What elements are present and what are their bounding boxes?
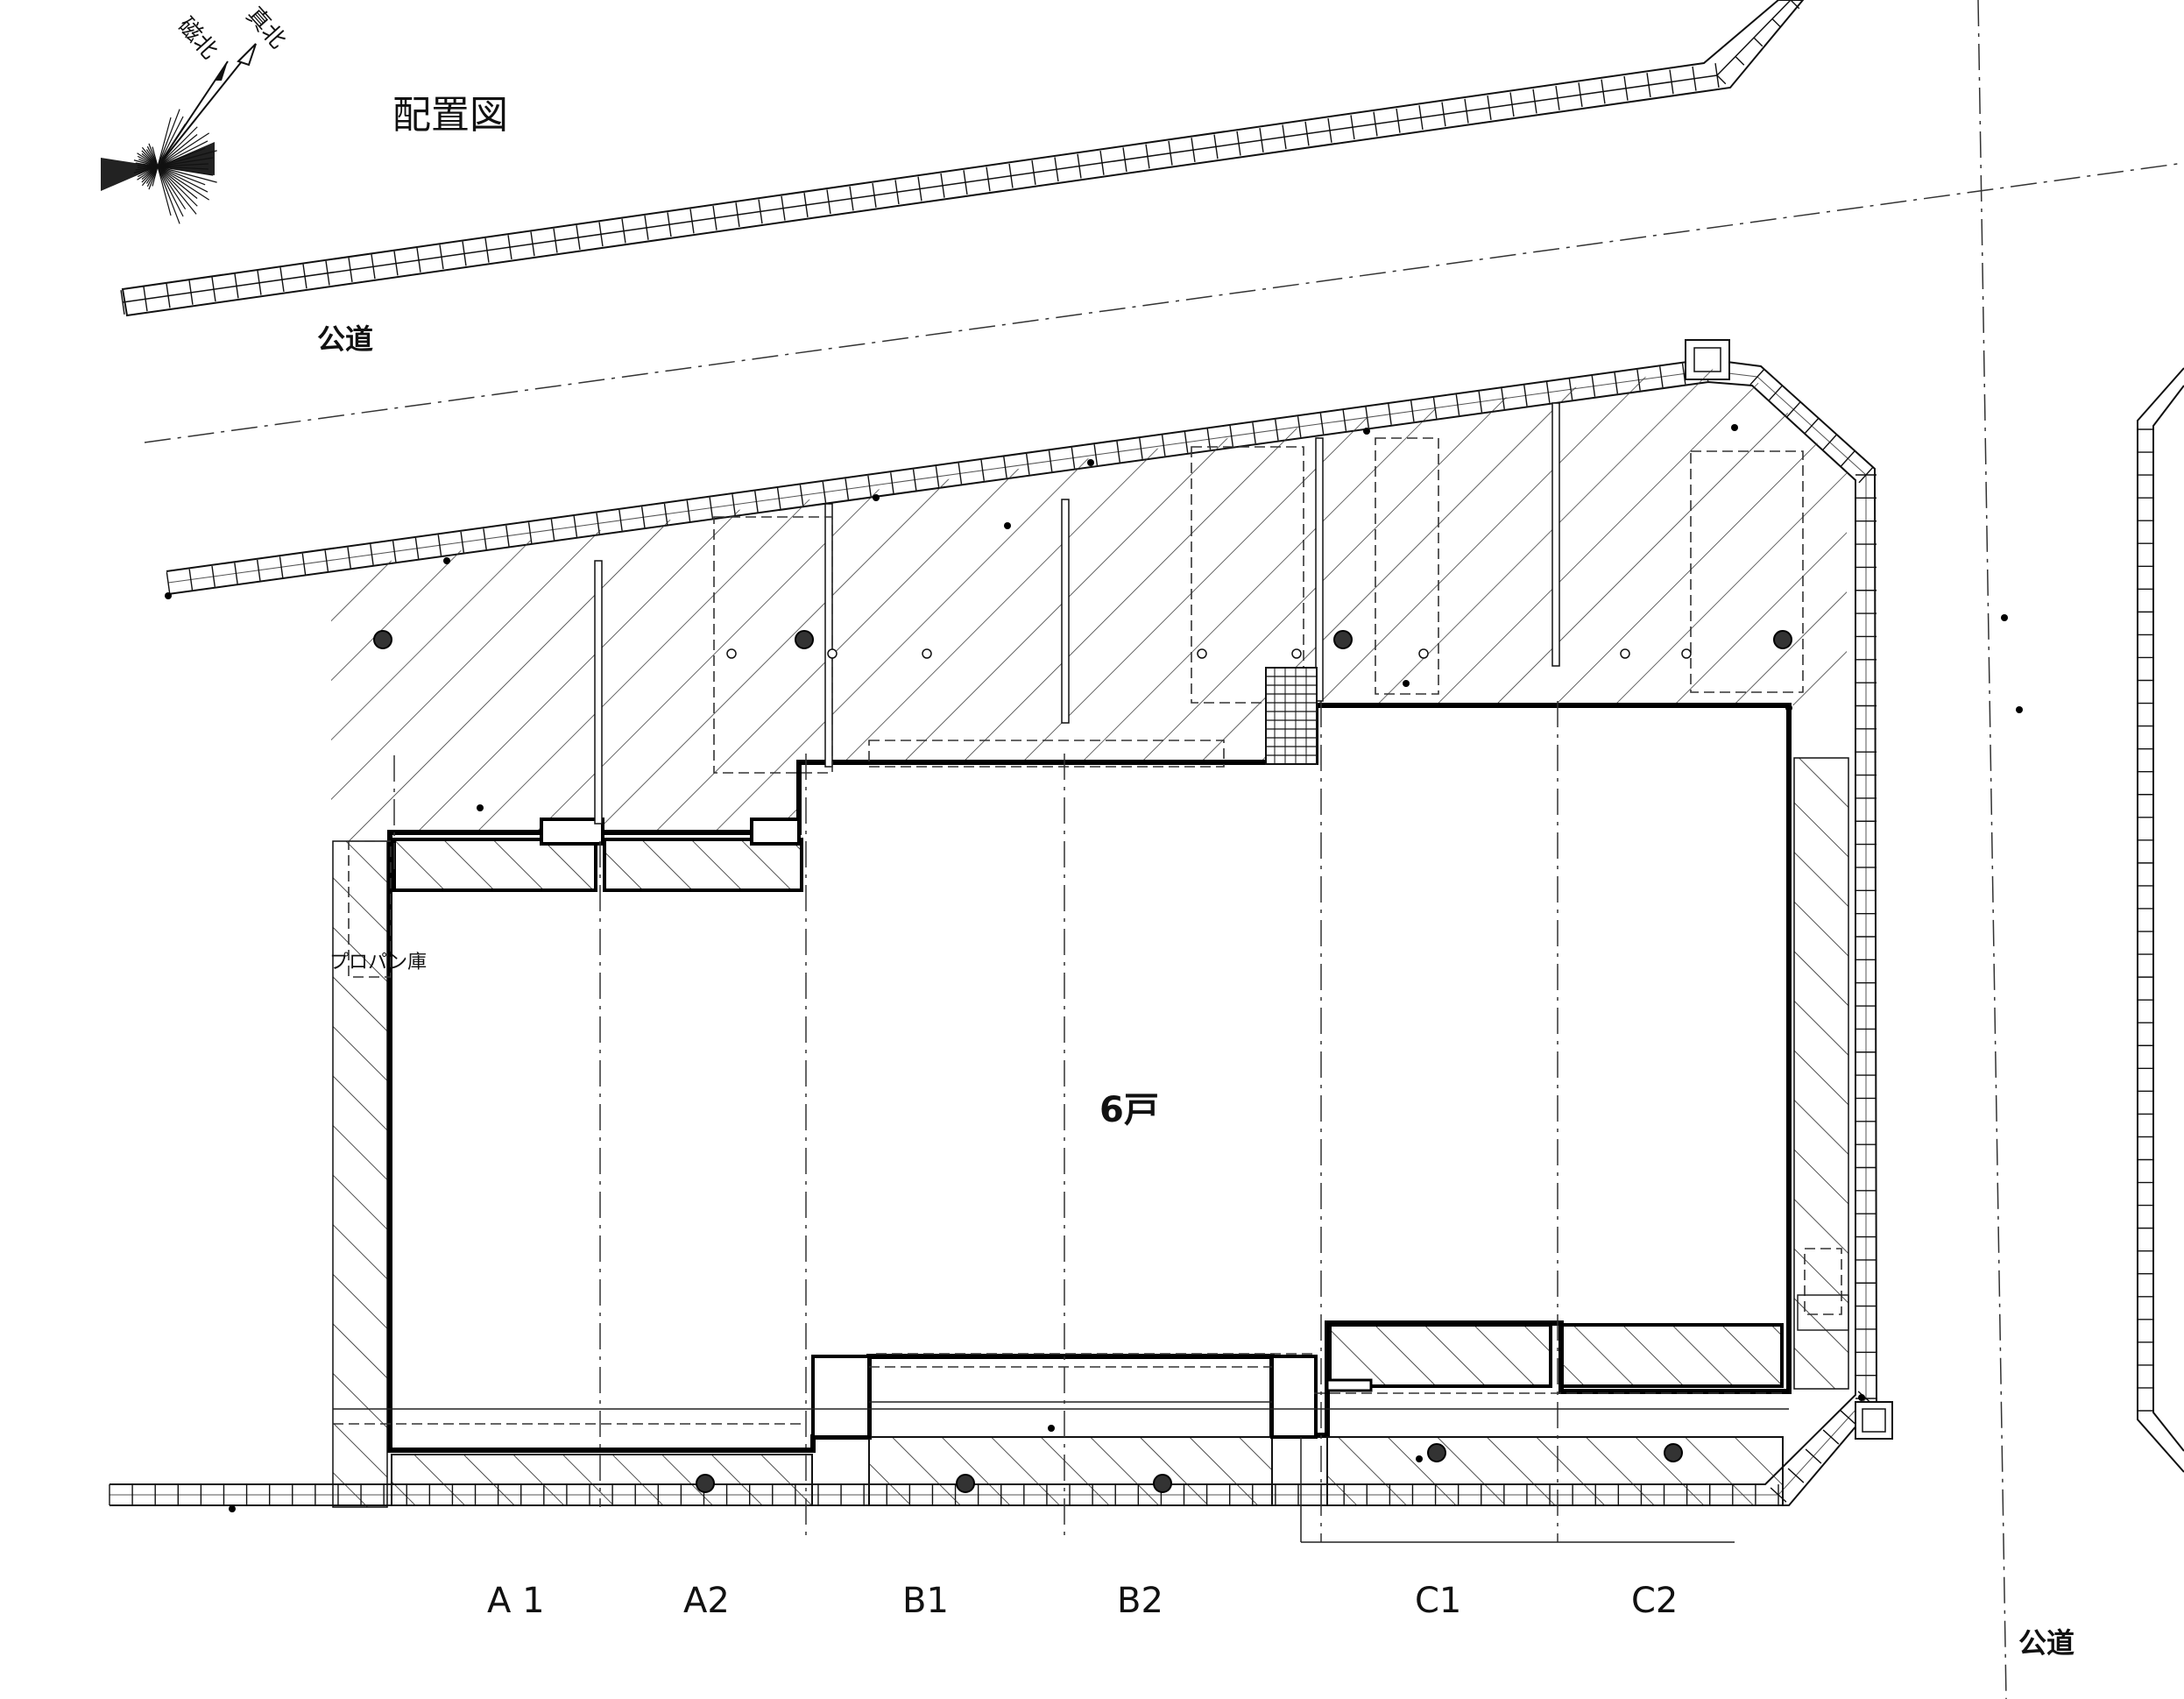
south-storage-blocks — [391, 1323, 1784, 1506]
stair — [1265, 667, 1318, 765]
road-label-right: 公道 — [2018, 1626, 2074, 1660]
road-center-line — [144, 162, 2184, 443]
drawing-title: 配置図 — [392, 93, 508, 138]
unit-partitions — [393, 701, 1558, 1542]
north-arrow: 磁北 真北 — [101, 3, 291, 224]
road-center-line-right — [1977, 0, 2007, 1699]
north-yard-partitions — [594, 402, 1560, 825]
unit-labels: A 1 A2 B1 B2 C1 C2 — [487, 1581, 1678, 1621]
north-storage-blocks — [392, 818, 803, 892]
parking-outlines — [713, 437, 1804, 774]
east-strip-hatch — [1793, 757, 1849, 1390]
west-strip-hatch — [332, 840, 388, 1508]
unit-label-b1: B1 — [902, 1581, 949, 1621]
magnetic-north-label: 磁北 — [173, 13, 223, 65]
propane-storage-outline — [348, 840, 392, 978]
north-yard-hatch — [331, 368, 1847, 841]
unit-label-c1: C1 — [1415, 1581, 1461, 1621]
unit-label-b2: B2 — [1117, 1581, 1163, 1621]
true-north-label: 真北 — [241, 3, 291, 54]
road-label-top: 公道 — [317, 322, 373, 356]
unit-count-label: 6戸 — [1099, 1090, 1159, 1130]
unit-label-c2: C2 — [1631, 1581, 1678, 1621]
north-road-fence — [120, 0, 1805, 317]
propane-storage-label: プロパン庫 — [329, 952, 427, 973]
drain-markers — [165, 424, 2023, 1512]
east-neighbour-fence — [2137, 367, 2184, 1473]
unit-label-a2: A2 — [683, 1581, 730, 1621]
unit-label-a1: A 1 — [487, 1581, 545, 1621]
